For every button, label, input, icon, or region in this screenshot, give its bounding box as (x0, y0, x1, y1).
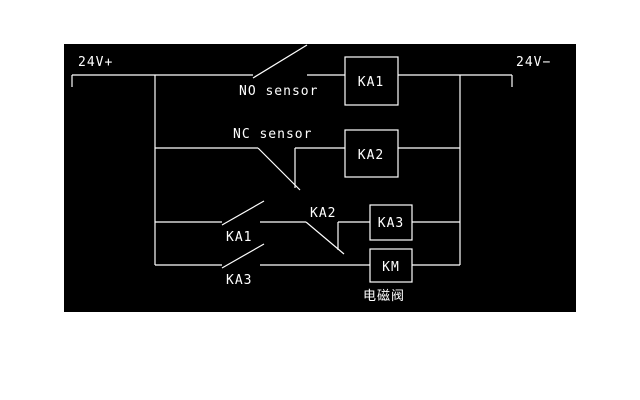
rung-3 (155, 200, 460, 255)
coil-ka1-label: KA1 (358, 75, 384, 90)
contact-ka3-label: KA3 (226, 273, 252, 288)
km-caption-solenoid-valve: 电磁阀 (363, 289, 405, 304)
rail-positive-label: 24V+ (78, 55, 113, 70)
ka1-contact-blade (221, 200, 265, 226)
rung-4 (155, 243, 460, 283)
ka3-contact-blade (221, 243, 265, 269)
coil-ka2-label: KA2 (358, 148, 384, 163)
top-rail (71, 74, 513, 87)
contact-ka2-label: KA2 (310, 206, 336, 221)
coil-ka1-box (344, 56, 399, 106)
coil-ka3-label: KA3 (378, 216, 404, 231)
rung-1 (252, 44, 399, 106)
schematic-canvas: 24V+ 24V− NO sensor NC sensor KA1 KA2 KA… (64, 44, 576, 312)
contact-ka1-label: KA1 (226, 230, 252, 245)
rung-2 (155, 129, 460, 191)
no-sensor-contact-blade (252, 44, 308, 79)
ladder-diagram: 24V+ 24V− NO sensor NC sensor KA1 KA2 KA… (71, 44, 551, 304)
coil-km-box (369, 248, 413, 283)
nc-sensor-label: NC sensor (233, 127, 312, 142)
rail-negative-label: 24V− (516, 55, 551, 70)
coil-km-label: KM (382, 260, 400, 275)
coil-ka2-box (344, 129, 399, 178)
nc-sensor-contact-blade (257, 147, 301, 191)
no-sensor-label: NO sensor (239, 84, 318, 99)
